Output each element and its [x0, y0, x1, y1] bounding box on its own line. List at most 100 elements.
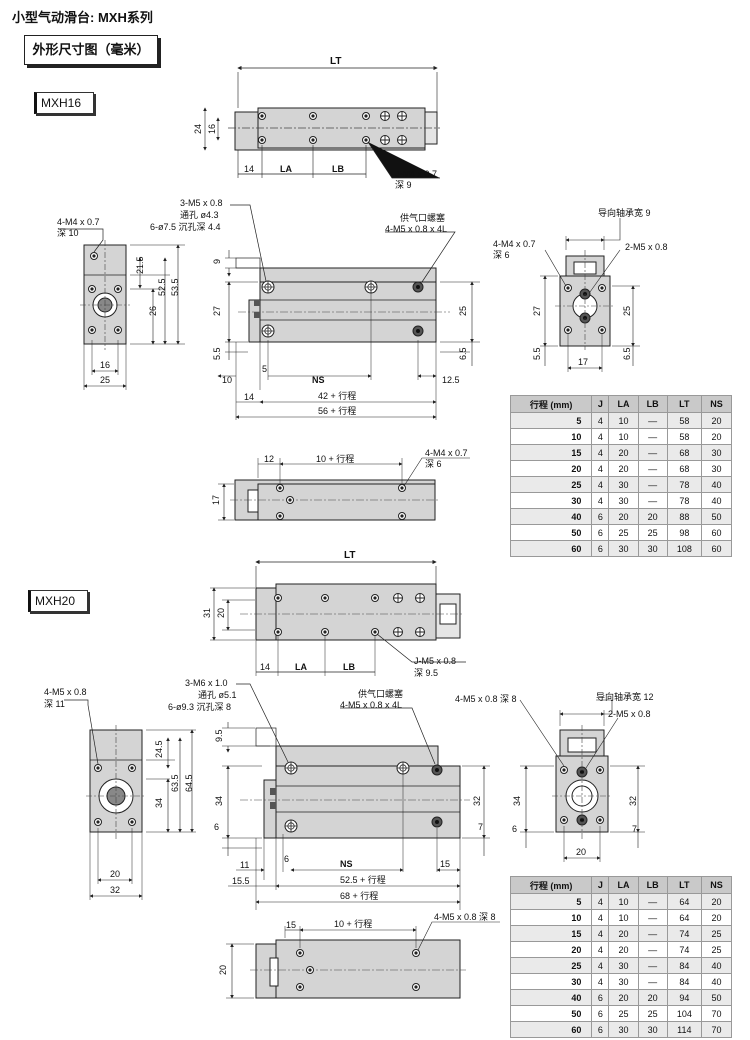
table-cell: 30: [608, 492, 639, 509]
table-cell: —: [637, 941, 668, 958]
mxh16-front-dim-6-5: 6.5: [458, 347, 468, 360]
table-cell: 4: [591, 925, 610, 942]
table-cell: 25: [608, 1005, 639, 1022]
mxh20-front-len-68: 68 + 行程: [340, 890, 378, 901]
table-cell: 60: [700, 540, 733, 557]
table-cell: 68: [666, 460, 702, 477]
mxh16-front-dim-12-5: 12.5: [442, 375, 460, 385]
table-cell: 4: [591, 973, 610, 990]
table-cell: 30: [700, 460, 733, 477]
mxh16-left-depth: 深 10: [57, 228, 79, 238]
table-cell: 6: [591, 989, 610, 1006]
table-cell: —: [637, 925, 668, 942]
table-cell: 40: [509, 989, 593, 1006]
mxh20-front-cb-spec: 3-M6 x 1.0: [185, 678, 228, 688]
mxh20-bottom-view: 15 10 + 行程 4-M5 x 0.8 深 8 20: [218, 912, 500, 999]
table-header-row: 行程 (mm) J LA LB LT NS: [509, 395, 733, 413]
mxh16-left-dim-25: 25: [100, 375, 110, 385]
table-cell: 4: [591, 957, 610, 974]
table-cell: 20: [509, 460, 593, 477]
mxh20-right-view: 4-M5 x 0.8 深 8 导向轴承宽 12 2-M5 x 0.8 34 6 …: [455, 691, 654, 862]
mxh16-top-view: LT 24 16 14 LA LB J-M4 x 0.7 深 9: [193, 56, 440, 190]
table-cell: 25: [509, 957, 593, 974]
mxh16-top-hole-spec: J-M4 x 0.7: [395, 169, 437, 179]
table-cell: 5: [509, 893, 593, 910]
table-cell: —: [637, 476, 668, 493]
table-cell: 30: [608, 1021, 639, 1038]
table-cell: 20: [608, 444, 639, 461]
mxh16-left-dim-53-5: 53.5: [170, 278, 180, 296]
table-cell: 6: [591, 1021, 610, 1038]
table-header: NS: [700, 876, 733, 894]
mxh20-top-hole-spec: J-M5 x 0.8: [414, 656, 456, 666]
table-cell: 50: [509, 1005, 593, 1022]
mxh16-right-dim-25: 25: [622, 306, 632, 316]
table-cell: 10: [509, 428, 593, 445]
mxh16-front-port-name: 供气口螺塞: [400, 212, 445, 223]
table-cell: 20: [637, 989, 668, 1006]
mxh20-bottom-spec: 4-M5 x 0.8 深 8: [434, 912, 496, 922]
mxh20-bottom-dim-15: 15: [286, 920, 296, 930]
table-cell: 40: [700, 476, 733, 493]
table-cell: 6: [591, 508, 610, 525]
mxh16-right-depth-a: 深 6: [493, 250, 510, 260]
mxh20-right-spec-a: 4-M5 x 0.8 深 8: [455, 694, 517, 704]
mxh20-right-dim-7: 7: [632, 824, 637, 834]
table-cell: 25: [700, 941, 733, 958]
table-cell: 15: [509, 444, 593, 461]
mxh20-front-dim-9-5: 9.5: [214, 729, 224, 742]
table-header: LA: [608, 876, 639, 894]
table-cell: 30: [509, 492, 593, 509]
table-cell: 25: [608, 524, 639, 541]
table-header: LT: [666, 395, 702, 413]
table-cell: 30: [509, 973, 593, 990]
mxh20-front-dim-11: 11: [240, 860, 249, 870]
mxh20-left-dim-24-5: 24.5: [154, 740, 164, 758]
table-cell: 20: [608, 460, 639, 477]
mxh16-front-dim-14: 14: [244, 392, 254, 402]
model-label-mxh16: MXH16: [34, 92, 94, 114]
table-cell: 20: [608, 925, 639, 942]
mxh20-front-view: 3-M6 x 1.0 通孔 ø5.1 6-ø9.3 沉孔深 8 供气口螺塞 4-…: [168, 678, 490, 910]
table-cell: 78: [666, 476, 702, 493]
table-cell: 5: [509, 412, 593, 429]
table-cell: 84: [666, 973, 702, 990]
mxh16-front-dim-27: 27: [212, 306, 222, 316]
table-cell: 60: [700, 524, 733, 541]
table-cell: 20: [637, 508, 668, 525]
mxh16-dim-16: 16: [207, 124, 217, 134]
table-cell: 20: [608, 989, 639, 1006]
table-cell: 108: [666, 540, 702, 557]
mxh20-right-dim-6: 6: [512, 824, 517, 834]
table-cell: 4: [591, 444, 610, 461]
table-cell: 25: [700, 925, 733, 942]
table-cell: 25: [509, 476, 593, 493]
mxh20-left-view: 4-M5 x 0.8 深 11 24.5 34 63.5 64.5 20 32: [44, 687, 196, 900]
table-cell: 64: [666, 893, 702, 910]
mxh20-dim-lb: LB: [343, 662, 355, 672]
mxh20-left-dim-34: 34: [154, 798, 164, 808]
table-header: LB: [637, 876, 668, 894]
mxh20-bottom-dim-20: 20: [218, 965, 228, 975]
table-header: LB: [637, 395, 668, 413]
mxh20-top-hole-depth: 深 9.5: [414, 668, 438, 678]
table-cell: 30: [608, 476, 639, 493]
mxh16-front-dim-10: 10: [222, 375, 232, 385]
table-cell: 4: [591, 476, 610, 493]
unit-label: 外形尺寸图（毫米）: [24, 35, 158, 65]
mxh16-left-spec: 4-M4 x 0.7: [57, 217, 100, 227]
mxh20-right-dim-34: 34: [512, 796, 522, 806]
mxh20-right-dim-20: 20: [576, 847, 586, 857]
table-cell: —: [637, 909, 668, 926]
mxh16-right-dim-27: 27: [532, 306, 542, 316]
mxh16-left-dim-16: 16: [100, 360, 110, 370]
mxh16-bottom-dim-17: 17: [211, 495, 221, 505]
